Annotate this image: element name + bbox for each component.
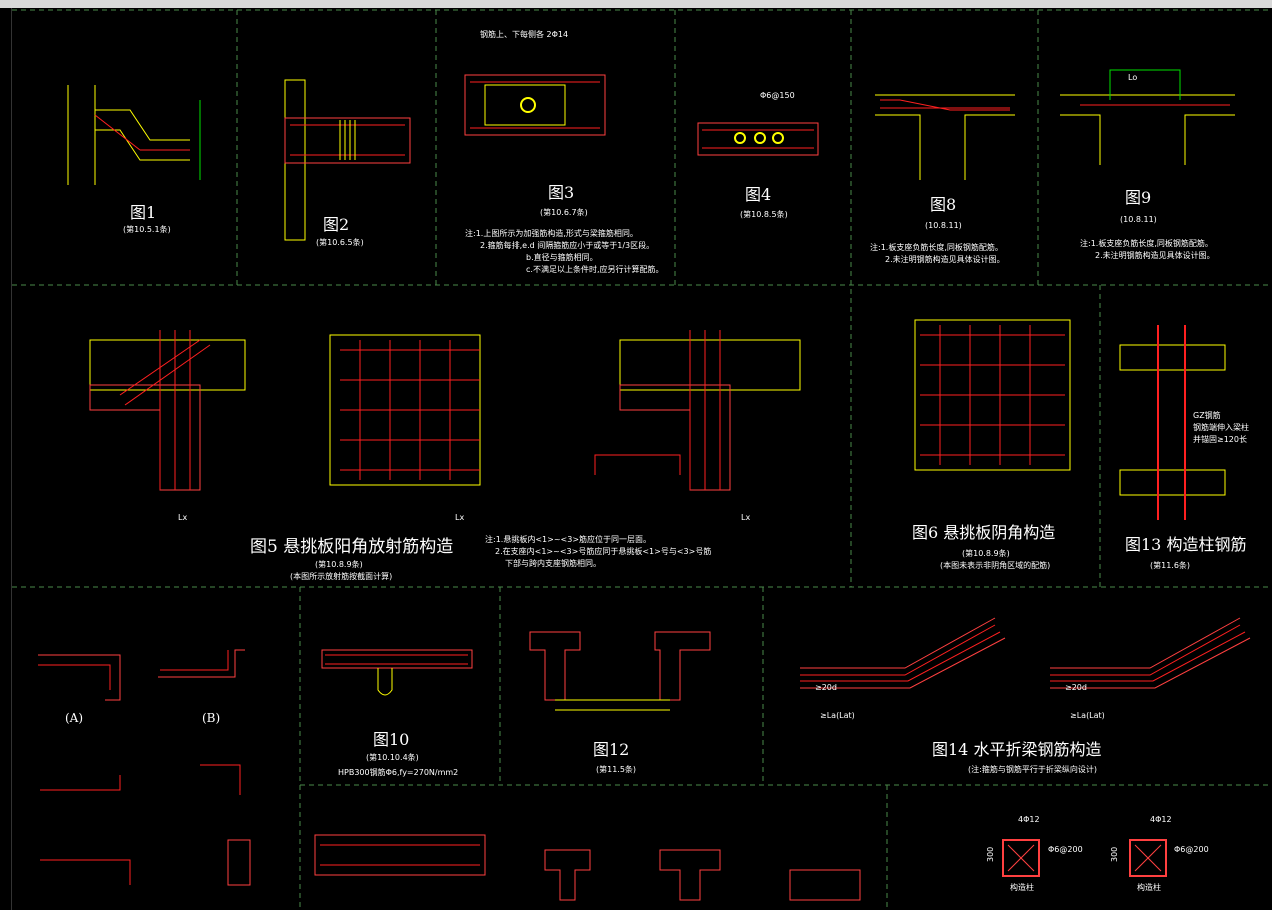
figure-6: 图6 悬挑板阴角构造 (第10.8.9条) (本图未表示非阴角区域的配筋) [912,319,1071,570]
fig13-note-2: 并锚固≥120长 [1193,434,1247,444]
figure-3: 钢筋上、下每侧各 2Φ14 图3 (第10.6.7条) 注:1.上图所示为加强筋… [464,29,663,274]
fig13-gz: GZ钢筋 [1193,410,1221,420]
figure-10: 图10 (第10.10.4条) HPB300钢筋Φ6,fy=270N/mm2 [321,649,473,777]
figure-2: 图2 (第10.6.5条) [284,79,411,247]
figure-1: 图1 (第10.5.1条) [67,85,201,234]
col1-dim: 300 [986,847,995,862]
fig2-sub: (第10.6.5条) [316,237,364,247]
fig8-sub: (10.8.11) [925,221,962,230]
dim-lx-1: Lx [178,513,187,522]
fig6-sub: (第10.8.9条) [962,548,1010,558]
window-top-bar [0,0,1272,8]
figure-8: 图8 (10.8.11) 注:1.板支座负筋长度,同板钢筋配筋。 2.未注明钢筋… [870,94,1015,264]
col1-name: 构造柱 [1010,882,1034,892]
col2-name: 构造柱 [1137,882,1161,892]
fig5-note-2: 2.在支座内<1>~<3>号筋应同于悬挑板<1>号与<3>号筋 [495,546,711,556]
fig5-sub: (第10.8.9条) [315,559,363,569]
dim-20d-1: ≥20d [815,683,837,692]
fig3-note-4: c.不满足以上条件时,应另行计算配筋。 [526,264,663,274]
dim-la-2: ≥La(Lat) [1070,711,1105,720]
fig3-caption: 图3 [548,183,574,202]
fig4-caption: 图4 [745,185,771,204]
col1-label: 4Φ12 [1018,815,1040,824]
dim-la-1: ≥La(Lat) [820,711,855,720]
fig14-caption: 图14 水平折梁钢筋构造 [932,740,1101,759]
fig3-top-note: 钢筋上、下每侧各 2Φ14 [480,29,568,39]
dim-20d-2: ≥20d [1065,683,1087,692]
left-tool-strip[interactable] [0,8,12,910]
col2-stirrup: Φ6@200 [1174,845,1209,854]
fig9-note-1: 注:1.板支座负筋长度,同板钢筋配筋。 [1080,238,1213,248]
fig5-caption: 图5 悬挑板阳角放射筋构造 [250,537,453,557]
fig14-sub: (注:箍筋与钢筋平行于折梁纵向设计) [968,764,1097,774]
fig8-note-2: 2.未注明钢筋构造见具体设计图。 [885,254,1005,264]
col2-dim: 300 [1110,847,1119,862]
fig5-note-1: 注:1.悬挑板内<1>~<3>筋应位于同一层面。 [485,534,651,544]
fig13-caption: 图13 构造柱钢筋 [1125,535,1246,554]
dim-lo: Lo [1128,73,1137,82]
fig4-spacing: Φ6@150 [760,91,795,100]
fig8-caption: 图8 [930,195,956,214]
fig13-sub: (第11.6条) [1150,560,1190,570]
fig4-sub: (第10.8.5条) [740,209,788,219]
dim-lx-2: Lx [455,513,464,522]
bottom-details [314,834,861,901]
fig10-steel: HPB300钢筋Φ6,fy=270N/mm2 [338,767,458,777]
figure-14: 图14 水平折梁钢筋构造 (注:箍筋与钢筋平行于折梁纵向设计) [800,617,1251,774]
fig8-note-1: 注:1.板支座负筋长度,同板钢筋配筋。 [870,242,1003,252]
fig3-note-2: 2.箍筋每排,e.d 间隔箍筋应小于或等于1/3区段。 [480,240,654,250]
fig5-sub2: (本图所示放射筋按截面计算) [290,571,392,581]
column-sections: 4Φ12 Φ6@200 300 构造柱 4Φ12 Φ6@200 300 构造柱 [986,815,1209,892]
fig2-caption: 图2 [323,215,349,234]
fig1-caption: 图1 [130,203,156,222]
fig3-note-1: 注:1.上图所示为加强筋构造,形式与梁箍筋相同。 [465,228,638,238]
fig9-sub: (10.8.11) [1120,215,1157,224]
fig12-caption: 图12 [593,740,629,759]
fig9-note-2: 2.未注明钢筋构造见具体设计图。 [1095,250,1215,260]
fig1-sub: (第10.5.1条) [123,224,171,234]
figA-caption: (A) [65,711,83,725]
fig13-note-1: 钢筋端伸入梁柱 [1193,422,1249,432]
figure-4: Φ6@150 图4 (第10.8.5条) [697,91,819,219]
figure-13: GZ钢筋 钢筋端伸入梁柱 并锚固≥120长 图13 构造柱钢筋 (第11.6条) [1119,325,1249,570]
dim-lx-3: Lx [741,513,750,522]
fig5-note-3: 下部与跨内支座钢筋相同。 [505,558,601,568]
panel-grid [12,9,1272,910]
dimension-labels: ≥20d ≥La(Lat) ≥20d ≥La(Lat) Lo Lx Lx Lx [178,73,1137,720]
fig3-sub: (第10.6.7条) [540,207,588,217]
fig3-note-3: b.直径与箍筋相同。 [526,252,598,262]
fig6-sub2: (本图未表示非阴角区域的配筋) [940,560,1050,570]
fig10-caption: 图10 [373,730,409,749]
figure-12: 图12 (第11.5条) [529,631,711,774]
figure-a-b: (A) (B) [38,649,251,886]
fig9-caption: 图9 [1125,188,1151,207]
fig6-caption: 图6 悬挑板阴角构造 [912,523,1055,542]
figure-9: 图9 (10.8.11) 注:1.板支座负筋长度,同板钢筋配筋。 2.未注明钢筋… [1060,69,1235,260]
col1-stirrup: Φ6@200 [1048,845,1083,854]
figure-5: 图5 悬挑板阳角放射筋构造 (第10.8.9条) (本图所示放射筋按截面计算) … [89,330,801,581]
fig12-sub: (第11.5条) [596,764,636,774]
figB-caption: (B) [202,711,220,725]
col2-label: 4Φ12 [1150,815,1172,824]
fig10-sub: (第10.10.4条) [366,752,419,762]
